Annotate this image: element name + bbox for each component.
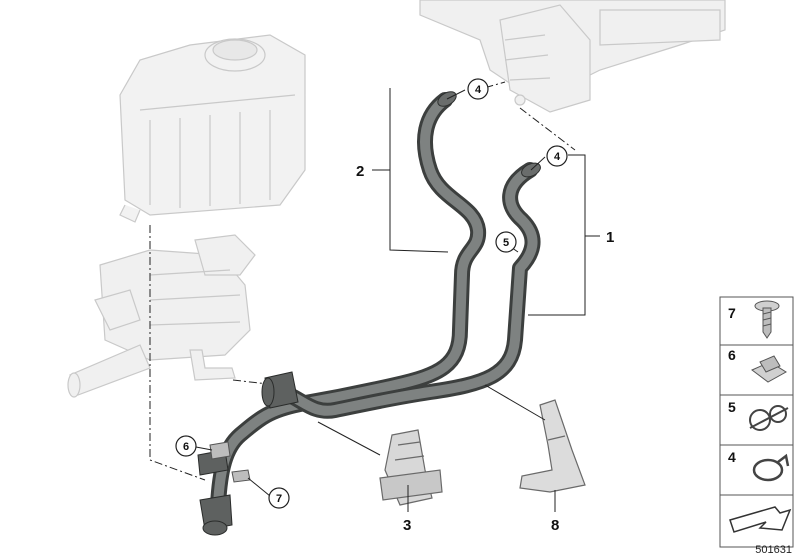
- arrow-icon: [729, 506, 792, 533]
- callout-5: 5: [495, 231, 517, 253]
- callout-8: 8: [551, 517, 559, 534]
- screw-icon: [754, 300, 780, 339]
- hose-clamp-icon: [752, 453, 790, 482]
- svg-text:4: 4: [554, 151, 561, 163]
- callout-6: 6: [175, 435, 197, 457]
- callout-3: 3: [403, 517, 411, 534]
- holder-3: [379, 429, 443, 506]
- heater-module: [419, 0, 726, 113]
- svg-text:7: 7: [276, 493, 282, 505]
- callout-4-top-right: 4: [546, 145, 568, 167]
- expansion-tank: [119, 34, 306, 223]
- screw-7: [231, 469, 251, 483]
- callout-2: 2: [356, 163, 364, 180]
- hose-feed-2: [210, 92, 487, 513]
- hose-connector-left: [261, 371, 299, 409]
- leader-lines: [195, 88, 600, 512]
- legend-panel: 7 6 5 4: [719, 296, 794, 548]
- clip-nut-icon: [751, 355, 787, 383]
- callout-7: 7: [268, 487, 290, 509]
- bracket-8: [519, 399, 586, 493]
- legend-4-label: 4: [728, 449, 736, 465]
- callout-1: 1: [606, 229, 614, 246]
- legend-6-label: 6: [728, 347, 736, 363]
- hose-return-1: [267, 162, 541, 419]
- svg-text:5: 5: [503, 237, 509, 249]
- legend-7-label: 7: [728, 305, 736, 321]
- clip-nut-6: [209, 441, 231, 460]
- reference-number: 501631: [755, 544, 792, 556]
- svg-text:6: 6: [183, 441, 189, 453]
- callout-4-top-left: 4: [467, 78, 489, 100]
- legend-5-label: 5: [728, 399, 736, 415]
- svg-text:4: 4: [475, 84, 482, 96]
- double-clip-icon: [749, 405, 789, 431]
- water-pump-unit: [67, 234, 256, 398]
